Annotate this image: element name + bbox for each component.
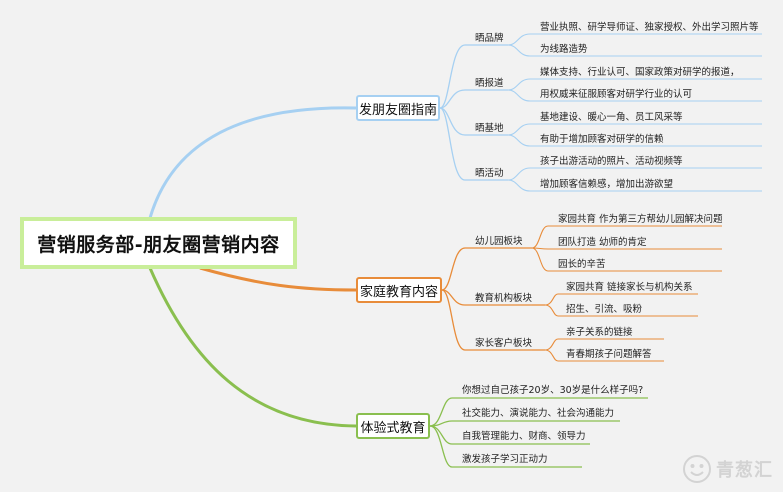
leaf-item: 孩子出游活动的照片、活动视频等 bbox=[540, 156, 683, 167]
root-node: 营销服务部-朋友圈营销内容 bbox=[20, 217, 297, 269]
branch-node-moments-guide: 发朋友圈指南 bbox=[356, 95, 440, 121]
connector-orange-leaf bbox=[544, 304, 559, 317]
leaf-item: 青春期孩子问题解答 bbox=[566, 349, 652, 360]
sub-node: 家长客户板块 bbox=[475, 338, 533, 349]
leaf-item: 激发孩子学习正动力 bbox=[462, 454, 548, 465]
watermark-text: 青葱汇 bbox=[716, 460, 773, 481]
leaf-item: 家园共育 链接家长与机构关系 bbox=[566, 282, 693, 293]
connector-orange-leaf bbox=[544, 293, 559, 306]
root-title: 营销服务部-朋友圈营销内容 bbox=[37, 233, 280, 256]
sub-node: 晒品牌 bbox=[475, 33, 504, 44]
smiley-icon bbox=[683, 455, 711, 483]
connector-root-orange bbox=[199, 266, 357, 292]
connector-green-leaf bbox=[429, 425, 453, 445]
connector-blue-sub bbox=[439, 44, 466, 109]
sub-node: 幼儿园板块 bbox=[475, 236, 523, 247]
connector-orange-leaf bbox=[531, 225, 549, 249]
sub-node: 晒活动 bbox=[475, 168, 504, 179]
leaf-item: 增加顾客信赖感，增加出游欲望 bbox=[540, 179, 674, 190]
leaf-item: 招生、引流、吸粉 bbox=[566, 304, 643, 315]
leaf-item: 营业执照、研学导师证、独家授权、外出学习照片等 bbox=[540, 22, 759, 33]
leaf-item: 用权威来征服顾客对研学行业的认可 bbox=[540, 89, 693, 100]
sub-node: 晒基地 bbox=[475, 123, 504, 134]
leaf-item: 你想过自己孩子20岁、30岁是什么样子吗? bbox=[462, 385, 644, 396]
connector-blue-leaf bbox=[507, 123, 531, 136]
connector-blue-leaf bbox=[507, 134, 531, 147]
connector-orange-leaf bbox=[531, 247, 549, 272]
leaf-item: 为线路造势 bbox=[540, 44, 588, 55]
branch-label: 体验式教育 bbox=[360, 420, 426, 436]
branch-label: 家庭教育内容 bbox=[359, 284, 438, 300]
leaf-item: 团队打造 幼师的肯定 bbox=[558, 237, 647, 248]
connector-blue-leaf bbox=[507, 78, 531, 91]
leaf-item: 媒体支持、行业认可、国家政策对研学的报道， bbox=[540, 67, 740, 78]
leaf-item: 有助于增加顾客对研学的信赖 bbox=[540, 134, 664, 145]
branch-label: 发朋友圈指南 bbox=[358, 102, 437, 118]
leaf-item: 园长的辛苦 bbox=[558, 259, 606, 270]
connector-blue-sub bbox=[439, 89, 466, 109]
connector-root-blue bbox=[148, 106, 357, 219]
leaf-item: 亲子关系的链接 bbox=[566, 327, 633, 338]
watermark-logo: 青葱汇 bbox=[682, 454, 773, 484]
connector-green-leaf bbox=[429, 425, 453, 468]
connector-root-green bbox=[148, 267, 357, 428]
sub-node: 教育机构板块 bbox=[475, 293, 533, 304]
sub-node: 晒报道 bbox=[475, 78, 504, 89]
connector-blue-leaf bbox=[507, 179, 531, 192]
leaf-item: 基地建设、暖心一角、员工风采等 bbox=[540, 112, 683, 123]
connector-orange-sub bbox=[441, 247, 466, 291]
leaf-item: 自我管理能力、财商、领导力 bbox=[462, 431, 586, 442]
connector-blue-leaf bbox=[507, 89, 531, 102]
connector-green-leaf bbox=[429, 420, 453, 427]
connector-green-leaf bbox=[429, 397, 453, 427]
leaf-item: 社交能力、演说能力、社会沟通能力 bbox=[462, 408, 615, 419]
connector-blue-leaf bbox=[507, 33, 531, 46]
connector-orange-leaf bbox=[544, 338, 559, 351]
connector-orange-sub bbox=[441, 289, 466, 351]
connector-blue-leaf bbox=[507, 44, 531, 57]
connector-orange-leaf bbox=[544, 349, 559, 362]
branch-node-experiential-education: 体验式教育 bbox=[356, 413, 430, 439]
branch-node-family-education: 家庭教育内容 bbox=[356, 277, 442, 303]
connector-blue-sub bbox=[439, 107, 466, 181]
connector-blue-leaf bbox=[507, 167, 531, 181]
leaf-item: 家园共育 作为第三方帮幼儿园解决问题 bbox=[558, 214, 723, 225]
